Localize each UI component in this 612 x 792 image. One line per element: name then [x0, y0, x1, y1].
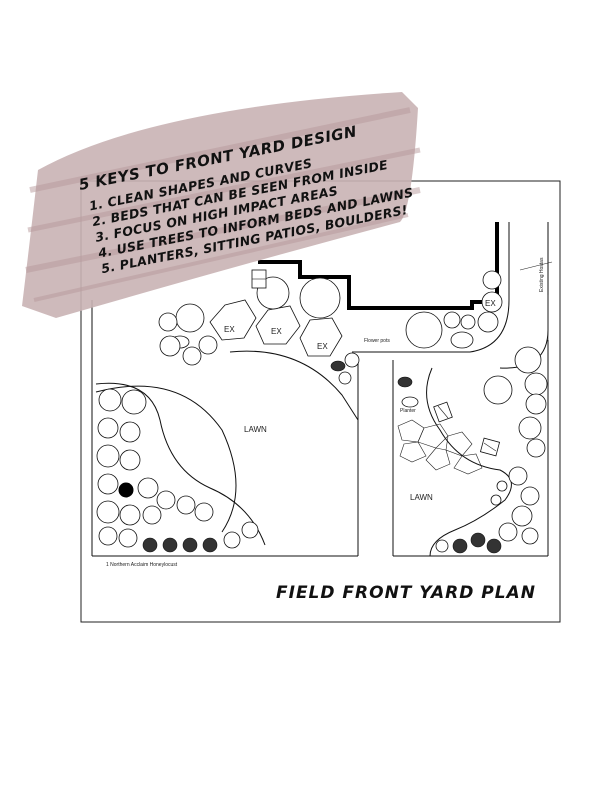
street-label: Existing Hostas — [539, 257, 545, 292]
plan-title: FIELD FRONT YARD PLAN — [276, 583, 536, 603]
left-bed-curve — [95, 382, 266, 546]
flower-pots-label: Flower pots — [364, 338, 390, 344]
existing-tag-1: EX — [224, 325, 235, 334]
existing-tag-2: EX — [271, 327, 282, 336]
existing-shrubs — [158, 270, 503, 385]
existing-tag-3: EX — [317, 342, 328, 351]
left-bed-plants — [96, 388, 259, 553]
lawn-right-label: LAWN — [410, 493, 433, 502]
driveway-edge — [352, 222, 510, 353]
planter-label: Planter — [400, 408, 416, 414]
lawn-left-label: LAWN — [244, 425, 267, 434]
right-bed-plants — [435, 346, 548, 554]
existing-tag-4: EX — [485, 299, 496, 308]
tree-label: 1 Northern Acclaim Honeylocust — [106, 562, 178, 568]
notes-highlight — [22, 92, 421, 318]
patio-chair — [433, 401, 501, 457]
top-bed-curve — [229, 350, 359, 421]
sitting-patio — [397, 419, 483, 475]
